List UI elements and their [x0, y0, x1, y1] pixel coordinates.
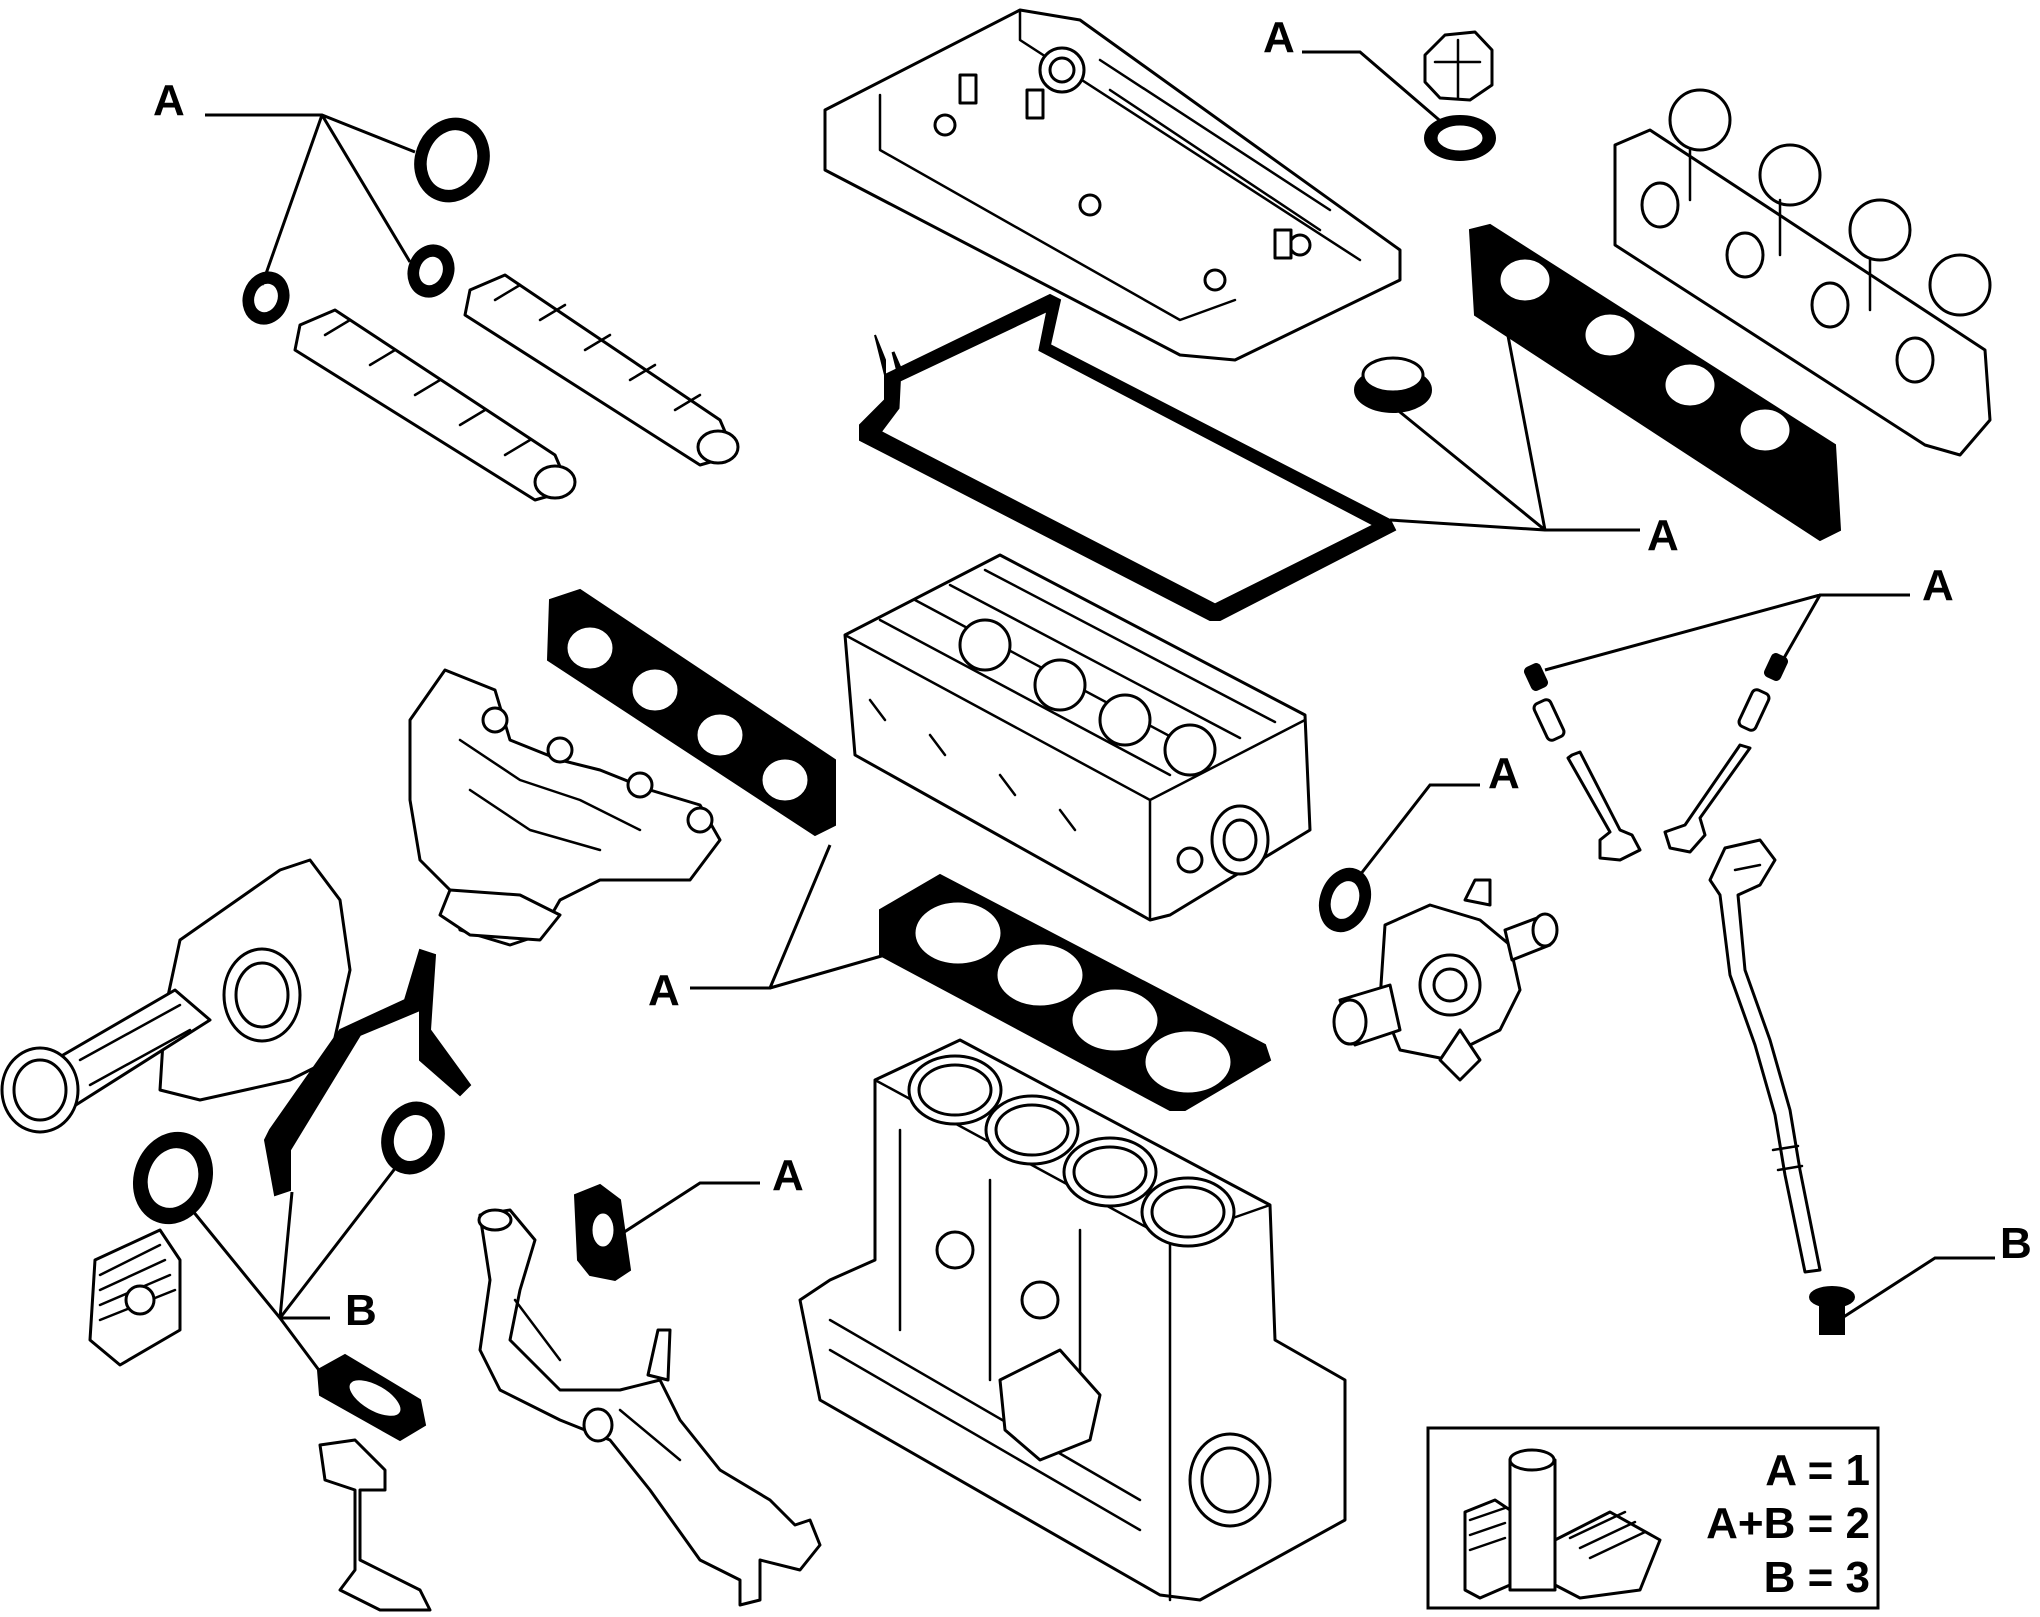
valve-stem-seal-left	[1523, 663, 1549, 691]
camshaft-seal-large	[414, 117, 490, 203]
callout-a-valve-seals: A	[1922, 561, 1954, 610]
callout-a-oil-filler-seal: A	[1263, 13, 1295, 62]
camshaft-plug-seal	[1354, 356, 1432, 413]
legend-b-quantity: B = 3	[1764, 1553, 1870, 1602]
valve-left	[1566, 750, 1642, 862]
oil-pickup-tube	[318, 1438, 432, 1612]
legend-ab-quantity: A+B = 2	[1706, 1499, 1870, 1548]
intake-manifold	[1613, 88, 1992, 457]
water-pipe-gasket	[573, 1183, 632, 1282]
engine-block	[798, 1038, 1347, 1602]
valve-guide-left	[1532, 698, 1566, 742]
thermostat-oring	[1318, 867, 1372, 933]
dipstick-tube	[1708, 838, 1822, 1274]
oil-drain-plug	[1809, 1286, 1855, 1335]
oil-filler-seal	[1424, 115, 1496, 161]
camshaft-seal-small-left	[242, 271, 290, 325]
valve-cover	[823, 8, 1402, 362]
callout-a-exhaust-gasket: A	[648, 966, 680, 1015]
crankshaft-seal-front	[381, 1101, 445, 1175]
thermostat-housing	[1332, 878, 1559, 1082]
exhaust-manifold-gasket	[546, 588, 836, 837]
legend-box: A = 1 A+B = 2 B = 3	[1426, 1426, 1880, 1610]
crankshaft-seal-rear	[132, 1131, 214, 1225]
legend-a-quantity: A = 1	[1765, 1446, 1870, 1495]
exhaust-camshaft	[293, 308, 577, 502]
callout-a-thermostat-oring: A	[1488, 749, 1520, 798]
oil-filler-cap	[1423, 30, 1494, 102]
callout-b-drain-plug: B	[2000, 1219, 2032, 1268]
cylinder-head	[843, 553, 1312, 922]
callout-b-oil-seals: B	[345, 1286, 377, 1335]
oil-pickup-gasket	[316, 1353, 427, 1442]
head-gasket	[879, 873, 1272, 1111]
exhaust-manifold	[408, 668, 722, 947]
oil-cooler	[88, 1228, 182, 1367]
valve-right	[1663, 743, 1752, 854]
water-pipe	[477, 1208, 822, 1607]
oil-pump-gasket	[263, 948, 472, 1197]
valve-cover-gasket	[859, 293, 1397, 621]
callout-a-cover-gaskets: A	[1647, 511, 1679, 560]
callout-a-camshaft-seals: A	[153, 76, 185, 125]
camshaft-seal-small-right	[407, 244, 455, 298]
intake-camshaft	[463, 273, 740, 467]
intake-manifold-gasket	[1468, 223, 1842, 542]
spare-parts-icon	[1463, 1448, 1662, 1600]
oil-pump-cover	[0, 858, 352, 1134]
leader-lines	[190, 50, 1995, 1386]
callout-a-water-pipe-gasket: A	[772, 1151, 804, 1200]
valve-guide-right	[1737, 688, 1771, 732]
